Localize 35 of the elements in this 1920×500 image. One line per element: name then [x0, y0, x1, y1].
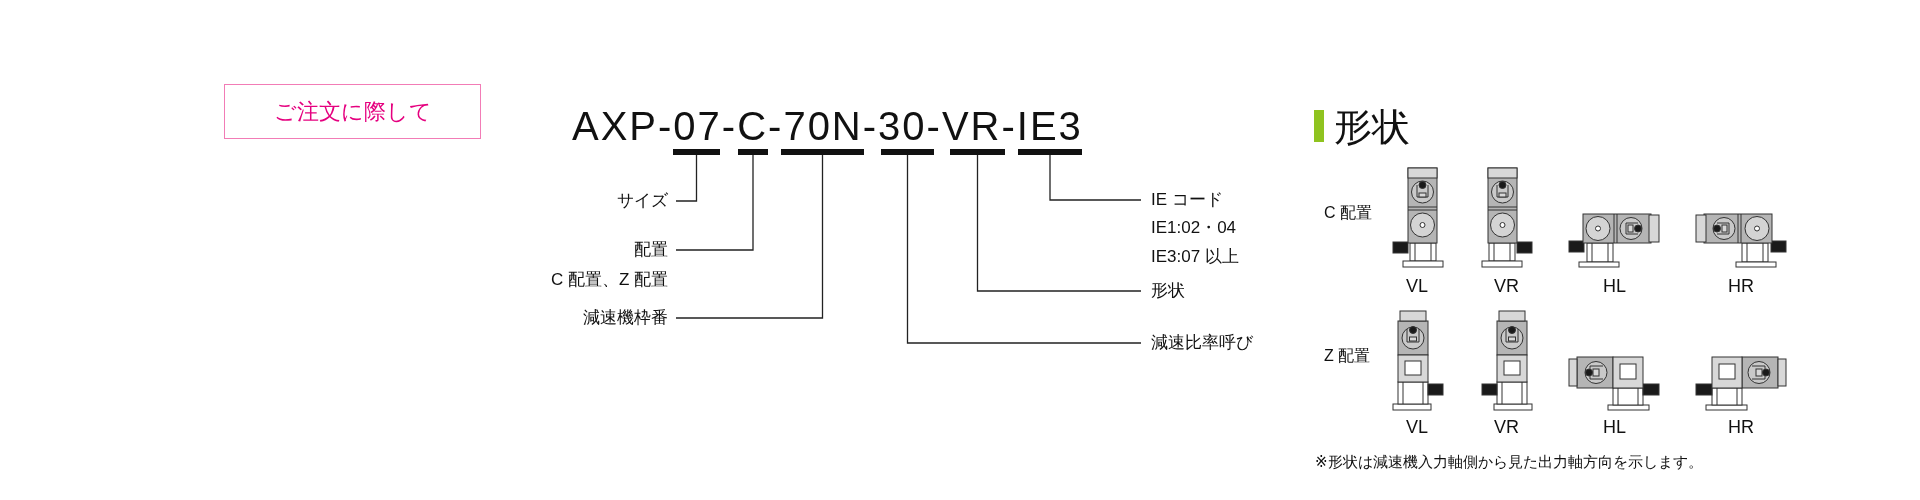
leader-label: 配置	[633, 239, 668, 261]
drawing-caption: HR	[1728, 275, 1754, 297]
leader-label: IE コード	[1151, 188, 1224, 211]
leader-label: 形状	[1151, 280, 1185, 302]
row-label: Z 配置	[1324, 346, 1371, 366]
drawing-caption: VR	[1494, 275, 1519, 297]
leader-label: 減速比率呼び	[1151, 332, 1253, 354]
leader-line	[675, 154, 698, 202]
footnote: ※形状は減速機入力軸側から見た出力軸方向を示します。	[1315, 452, 1703, 472]
drawing-caption: VR	[1494, 416, 1519, 438]
drawing-caption: VL	[1406, 275, 1428, 297]
underline-bar	[673, 149, 720, 155]
leader-line	[675, 154, 754, 251]
drawing-caption: VL	[1406, 416, 1428, 438]
leader-label: 減速機枠番	[583, 307, 668, 329]
leader-line	[976, 154, 1142, 292]
underline-bar	[781, 149, 864, 155]
underline-bar	[950, 149, 1005, 155]
leader-label: サイズ	[617, 190, 668, 212]
leader-line	[906, 154, 1142, 344]
leader-line	[675, 154, 824, 319]
drawing-caption: HL	[1603, 416, 1626, 438]
drawing-caption: HR	[1728, 416, 1754, 438]
underline-bar	[1018, 149, 1082, 155]
label-note: C 配置、Z 配置	[550, 269, 668, 291]
underline-bar	[738, 149, 768, 155]
model-code: AXP-07-C-70N-30-VR-IE3	[572, 106, 1083, 146]
leader-line	[1049, 154, 1142, 201]
drawing-caption: HL	[1603, 275, 1626, 297]
section-heading: 形状	[1334, 105, 1410, 149]
label-note: IE3:07 以上	[1151, 245, 1239, 268]
label-note: IE1:02・04	[1151, 217, 1238, 240]
row-label: C 配置	[1324, 203, 1372, 223]
underline-bar	[881, 149, 934, 155]
heading-box: ご注文に際して	[224, 84, 481, 139]
